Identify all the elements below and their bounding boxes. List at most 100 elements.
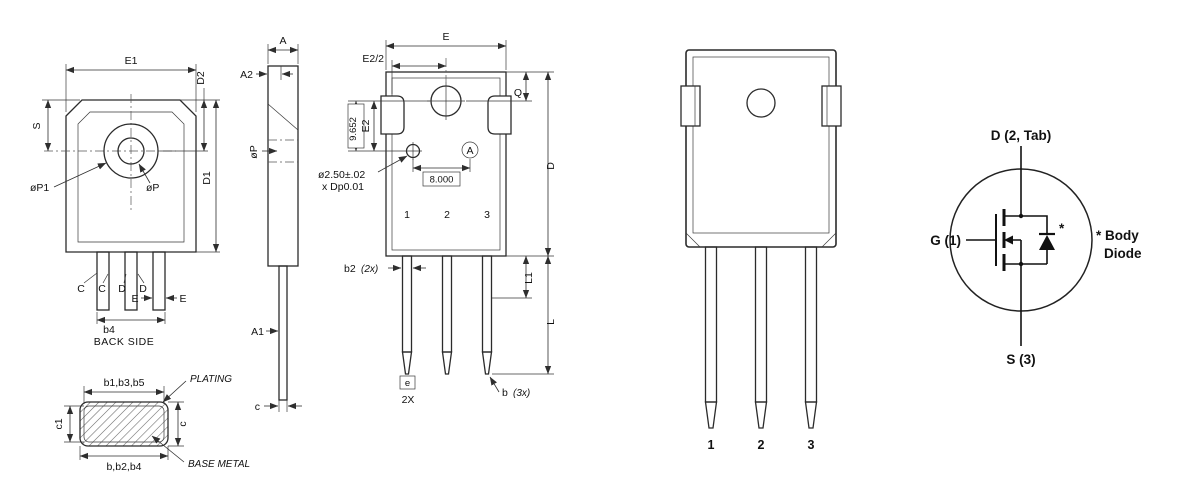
dim-label-op: øP — [146, 182, 159, 194]
dim-label-b2: b2 — [344, 263, 356, 275]
package-body-outline — [685, 49, 837, 248]
back-side-caption: BACK SIDE — [94, 336, 155, 348]
dim-label-q: Q — [514, 87, 522, 99]
front-dim-b-leader — [489, 376, 500, 393]
back-mounting-hole-inner — [117, 137, 145, 165]
side-extension-lines — [267, 44, 299, 412]
back-body-inner-outline — [77, 111, 185, 243]
dim-label-e-right: E — [179, 293, 186, 305]
dim-label-section-c: c — [177, 421, 189, 426]
base-metal-leader — [151, 435, 185, 463]
dim-label-e1: E1 — [125, 55, 138, 67]
basic-dim-box-8000 — [422, 171, 461, 187]
back-lead-3 — [152, 251, 166, 311]
datum-a-circle — [461, 141, 479, 159]
dim-label-d-right: D — [139, 283, 147, 295]
front-lead-1-tip — [401, 351, 413, 375]
dim-label-b: b — [502, 387, 508, 399]
back-lead-1 — [96, 251, 110, 311]
pitch-qty-label: 2X — [402, 394, 415, 406]
front-lead-3 — [481, 255, 493, 353]
body-diode-note-line-2: Diode — [1104, 246, 1142, 261]
dim-label-d1: D1 — [201, 171, 213, 185]
section-base-metal-outline — [83, 405, 165, 443]
hole-note-line-1: ø2.50±.02 — [318, 169, 365, 181]
dim-label-a2: A2 — [240, 69, 253, 81]
package-lead-3 — [804, 246, 818, 403]
side-lead — [278, 265, 288, 401]
plating-leader — [162, 380, 187, 403]
section-plated-outline — [79, 401, 169, 447]
package-lead-2-tip — [754, 401, 768, 429]
side-chamfer-line — [267, 103, 299, 131]
back-side-view: E1 S D2 D1 øP1 øP C C D D E E b4 BACK SI… — [30, 55, 220, 348]
dim-label-front-e: E — [442, 31, 449, 43]
package-lead-2 — [754, 246, 768, 403]
front-slot-left — [380, 95, 405, 135]
dim-label-e-left: E — [131, 293, 138, 305]
package-body-inner-outline — [692, 56, 830, 234]
front-lead-1 — [401, 255, 413, 353]
dim-label-b4: b4 — [103, 324, 115, 336]
side-body-outline — [267, 65, 299, 267]
dim-label-e2: E2 — [360, 119, 372, 132]
back-body-outline — [65, 99, 197, 253]
source-label: S (3) — [1006, 352, 1035, 367]
dim-label-b2-qty: (2x) — [361, 264, 378, 275]
pitch-dim-box — [399, 375, 416, 390]
package-outline-drawing: 1 2 3 — [680, 49, 842, 452]
dim-label-b1-b3-b5: b1,b3,b5 — [104, 377, 145, 389]
datum-a-label: A — [466, 145, 473, 157]
dim-label-b-qty: (3x) — [513, 388, 530, 399]
mosfet-schematic-symbol: * D (2, Tab) G (1) S (3) * Body Diode — [930, 128, 1142, 367]
dim-label-c-2: C — [98, 283, 106, 295]
front-pilot-hole — [405, 143, 421, 159]
front-pin-1-label: 1 — [404, 209, 410, 221]
dim-label-side-op: øP — [248, 145, 260, 158]
body-diode-note-line-1: * Body — [1096, 228, 1139, 243]
dim-label-l: L — [545, 319, 557, 325]
package-bottom-chamfers — [685, 232, 837, 248]
front-dimension-view: E E2/2 9.652 E2 8.000 Q D L1 L ø2.50±.02… — [318, 31, 557, 406]
front-lead-2-tip — [441, 351, 453, 375]
dim-label-d-left: D — [118, 283, 126, 295]
dim-label-c1: c1 — [53, 418, 65, 429]
front-hole-crosshairs — [404, 82, 465, 160]
drain-label: D (2, Tab) — [991, 128, 1052, 143]
back-lead-2 — [124, 251, 138, 311]
package-mounting-hole — [746, 88, 776, 118]
package-pin-2-label: 2 — [758, 438, 765, 452]
dim-label-op1: øP1 — [30, 182, 49, 194]
body-diode-branch — [1021, 215, 1048, 265]
diode-asterisk: * — [1059, 221, 1065, 236]
front-pin-2-label: 2 — [444, 209, 450, 221]
dim-label-c-1: C — [77, 283, 85, 295]
package-slot-left — [680, 85, 701, 127]
front-lead-3-tip — [481, 351, 493, 375]
package-pin-3-label: 3 — [808, 438, 815, 452]
dim-label-a1: A1 — [251, 326, 264, 338]
dim-label-s: S — [31, 122, 43, 129]
dim-label-e2-half: E2/2 — [362, 53, 384, 65]
drain-source-connections — [1004, 215, 1022, 265]
gate-label: G (1) — [930, 233, 961, 248]
front-slot-right — [487, 95, 512, 135]
dim-label-d2: D2 — [195, 71, 207, 85]
dim-label-b-b2-b4: b,b2,b4 — [106, 461, 141, 473]
front-lead-2 — [441, 255, 453, 353]
pitch-label: e — [405, 378, 410, 389]
hole-note-line-2: x Dp0.01 — [322, 181, 364, 193]
back-mounting-hole-outer — [103, 123, 159, 179]
lead-cross-section: b1,b3,b5 PLATING c1 c b,b2,b4 BASE METAL — [53, 374, 250, 473]
package-lead-3-tip — [804, 401, 818, 429]
body-arrow — [1004, 235, 1013, 245]
package-lead-1-tip — [704, 401, 718, 429]
drain-node-dot — [1018, 213, 1024, 219]
package-slot-right — [821, 85, 842, 127]
dim-label-9652: 9.652 — [348, 117, 359, 141]
dim-label-a: A — [279, 35, 286, 47]
body-diode-triangle — [1039, 235, 1055, 250]
dim-label-side-c: c — [255, 401, 260, 413]
back-leader-op1 — [53, 162, 107, 188]
